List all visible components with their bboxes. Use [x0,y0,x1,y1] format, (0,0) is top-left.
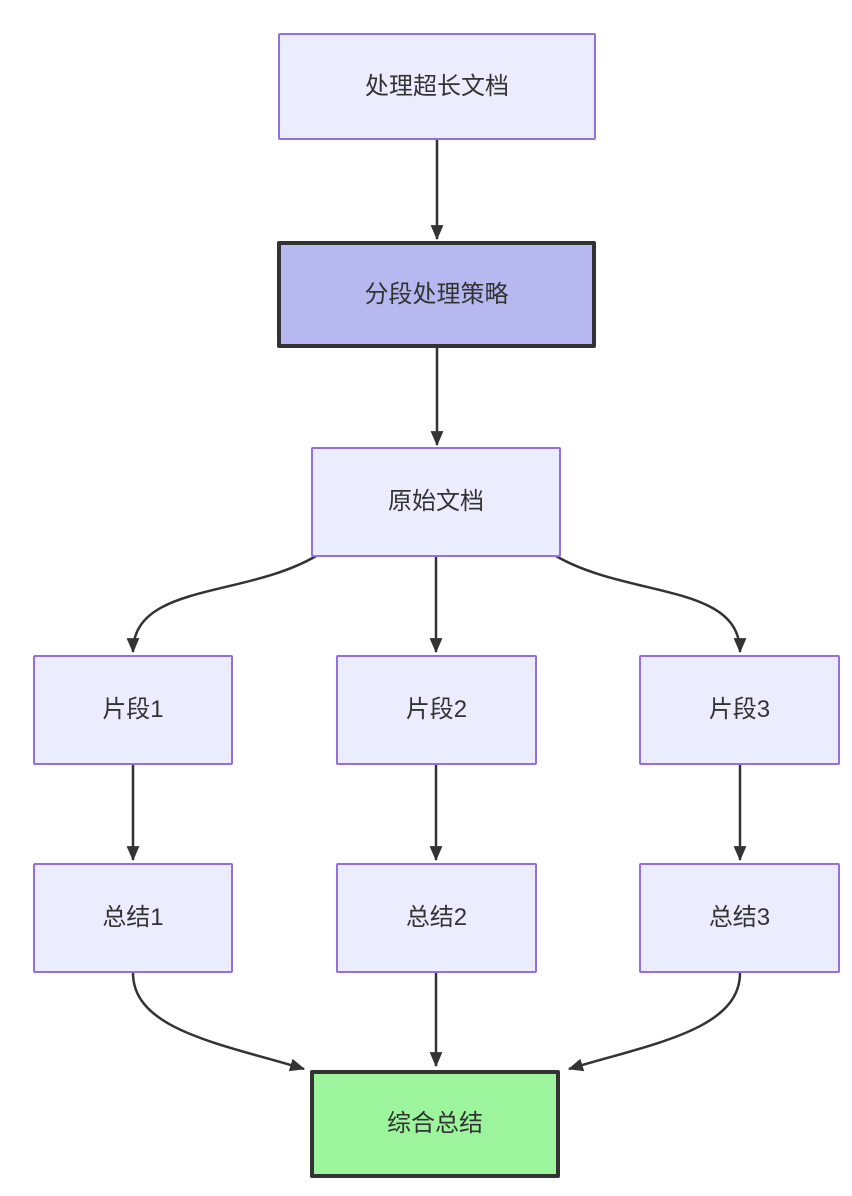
node-summary-3-label: 总结3 [708,904,771,932]
node-segmentation-strategy-label: 分段处理策略 [364,280,509,308]
node-summary-1: 总结1 [33,863,233,973]
node-summary-2-label: 总结2 [405,904,468,932]
node-final-summary: 综合总结 [310,1070,560,1178]
node-segmentation-strategy: 分段处理策略 [277,241,596,348]
edge-summary-3-to-final [567,972,742,1072]
node-fragment-1-label: 片段1 [102,696,164,724]
node-fragment-3: 片段3 [639,655,840,765]
node-fragment-3-label: 片段3 [708,696,771,724]
edge-summary-1-to-final [131,972,306,1072]
node-fragment-1: 片段1 [33,655,233,765]
node-summary-2: 总结2 [336,863,537,973]
node-final-summary-label: 综合总结 [387,1110,483,1138]
node-summary-1-label: 总结1 [102,904,164,932]
node-summary-3: 总结3 [639,863,840,973]
node-process-long-document-label: 处理超长文档 [365,72,509,100]
edge-original-to-fragment-1 [126,554,317,654]
node-process-long-document: 处理超长文档 [278,33,596,140]
node-fragment-2: 片段2 [336,655,537,765]
edge-original-to-fragment-3 [555,554,747,654]
node-original-document-label: 原始文档 [388,488,484,516]
node-original-document: 原始文档 [311,447,561,557]
node-fragment-2-label: 片段2 [405,696,468,724]
